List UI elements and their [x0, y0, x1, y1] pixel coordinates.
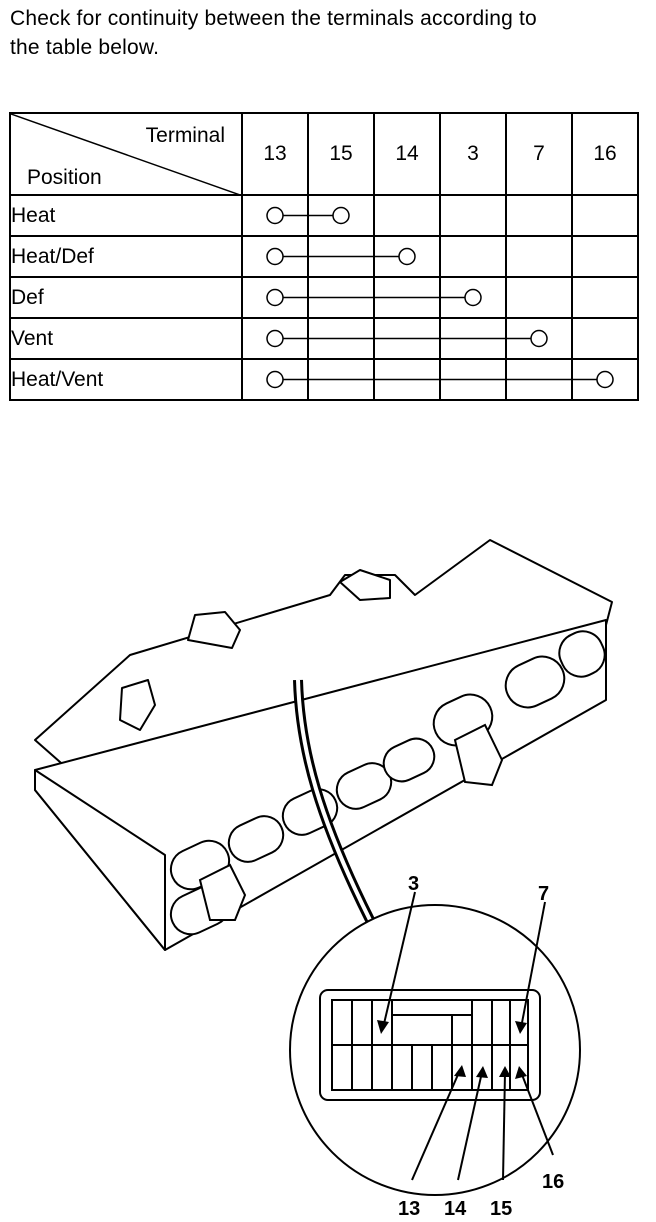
mounting-tab-left	[187, 611, 241, 649]
terminal-header-14: 14	[373, 112, 441, 196]
callout-label-14: 14	[444, 1198, 467, 1220]
callout-label-3: 3	[408, 873, 419, 895]
terminal-header-3: 3	[439, 112, 507, 196]
continuity-table: Terminal Position 13 15 14 3 7 16 Heat H…	[9, 112, 639, 401]
wire-harness-highlight	[296, 679, 372, 921]
button-5	[382, 737, 436, 783]
table-row: Heat	[9, 194, 639, 237]
mounting-tab-rear	[119, 679, 156, 731]
callout-arrowheads	[377, 1020, 527, 1079]
callout-label-7: 7	[538, 883, 549, 905]
instruction-text: Check for continuity between the termina…	[10, 4, 650, 62]
button-8	[558, 630, 606, 678]
position-label-def: Def	[9, 276, 243, 319]
callout-leaders	[382, 891, 554, 1181]
instruction-line-1: Check for continuity between the termina…	[10, 7, 537, 30]
terminal-header-7: 7	[505, 112, 573, 196]
position-label-heat-vent: Heat/Vent	[9, 358, 243, 401]
heater-control-illustration: 3 7 13 14 15 16	[34, 539, 613, 1220]
position-label-vent: Vent	[9, 317, 243, 360]
callout-label-13: 13	[398, 1198, 420, 1220]
table-row: Def	[9, 276, 639, 319]
housing-left-side	[34, 769, 166, 951]
knob-right	[453, 723, 504, 787]
table-header-row: Terminal Position 13 15 14 3 7 16	[9, 112, 639, 196]
table-row: Heat/Def	[9, 235, 639, 278]
table-row: Vent	[9, 317, 639, 360]
table-row: Heat/Vent	[9, 358, 639, 401]
position-header-label: Position	[27, 166, 102, 189]
terminal-header-16: 16	[571, 112, 639, 196]
button-2	[227, 815, 285, 863]
terminal-header-label: Terminal	[145, 124, 225, 147]
table-corner-cell: Terminal Position	[9, 112, 243, 196]
corner-diagonal	[11, 114, 243, 196]
callout-label-16: 16	[542, 1171, 564, 1193]
instruction-line-2: the table below.	[10, 36, 160, 59]
knob-left	[198, 863, 247, 921]
callout-label-15: 15	[490, 1198, 512, 1220]
mounting-clip-top	[339, 569, 391, 601]
position-label-heat-def: Heat/Def	[9, 235, 243, 278]
button-7	[504, 655, 566, 709]
position-label-heat: Heat	[9, 194, 243, 237]
terminal-header-15: 15	[307, 112, 375, 196]
connector-cavities	[332, 999, 528, 1090]
terminal-header-13: 13	[241, 112, 309, 196]
